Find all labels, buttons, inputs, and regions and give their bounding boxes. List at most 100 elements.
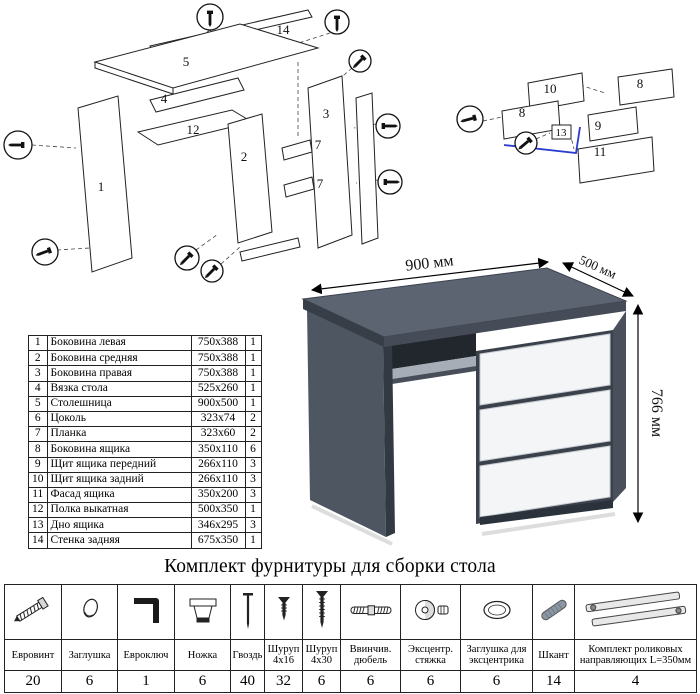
page-title: Комплект фурнитуры для сборки стола [164, 556, 496, 577]
threaded-dowel-icon [350, 604, 391, 615]
part-size: 323x74 [190, 410, 246, 428]
cam-lock-icon [414, 599, 448, 620]
hardware-qty: 4 [574, 670, 697, 693]
hardware-labels-row: Евровинт Заглушка Евроключ Ножка Гвоздь … [4, 639, 697, 671]
part-size: 750x388 [190, 334, 246, 352]
part-label-3: 3 [323, 106, 330, 121]
part-shape-3 [307, 75, 353, 249]
floor-shadow [311, 504, 616, 546]
hardware-label: Шуруп 4x16 [264, 639, 303, 671]
part-qty: 2 [244, 426, 262, 443]
part-qty: 1 [244, 350, 262, 367]
hardware-qty: 6 [174, 670, 231, 693]
desk-plinth [480, 500, 613, 525]
fastener-callouts [3, 3, 403, 283]
part-qty: 2 [244, 410, 262, 428]
part-size: 525x260 [190, 380, 246, 397]
part-num: 9 [28, 456, 48, 473]
hardware-label: Гвоздь [230, 639, 265, 671]
part-qty: 1 [244, 395, 262, 412]
hardware-qty: 20 [4, 670, 62, 693]
part-label-9: 9 [595, 118, 602, 133]
hardware-qty: 40 [230, 670, 265, 693]
hardware-qty: 14 [532, 670, 575, 693]
part-qty: 1 [244, 380, 262, 397]
part-shape-back [355, 92, 379, 245]
drawer-front-bottom [479, 445, 611, 518]
part-shape-5-edge [94, 62, 174, 95]
hardware-label: Заглушка [61, 639, 118, 671]
leg-icon [189, 598, 216, 622]
part-name: Щит ящика задний [46, 471, 192, 488]
part-label-7a: 7 [315, 137, 322, 152]
assembly-diagram-drawer: 13 10 8 8 9 11 [456, 68, 675, 184]
part-label-1: 1 [98, 179, 105, 194]
part-shape-6 [239, 237, 301, 262]
cap-icon [82, 598, 98, 617]
part-size: 675x350 [190, 532, 246, 549]
part-qty: 3 [244, 486, 262, 504]
part-qty: 1 [244, 502, 262, 519]
drawer-rails-icon [585, 591, 686, 626]
hardware-label: Ножка [174, 639, 231, 671]
part-label-7b: 7 [317, 176, 324, 191]
part-shape-7b [283, 176, 315, 198]
part-label-11: 11 [594, 144, 607, 159]
part-shape-7a [281, 139, 313, 161]
part-size: 266x110 [190, 456, 246, 473]
part-size: 750x388 [190, 365, 246, 382]
part-size: 266x110 [190, 471, 246, 488]
part-num: 2 [28, 350, 48, 367]
part-shape-11 [577, 136, 655, 184]
part-name: Полка выкатная [46, 502, 192, 519]
hardware-qty: 6 [302, 670, 341, 693]
part-label-10: 10 [544, 81, 557, 96]
part-num: 12 [28, 502, 48, 519]
part-qty: 1 [244, 532, 262, 549]
part-name: Дно ящика [46, 517, 192, 534]
part-name: Цоколь [46, 410, 192, 428]
hardware-label: Евровинт [4, 639, 62, 671]
part-num: 14 [28, 532, 48, 549]
part-num: 4 [28, 380, 48, 397]
hardware-icons-row [4, 584, 697, 640]
hardware-label: Эксцентр. стяжка [400, 639, 461, 671]
part-num: 8 [28, 441, 48, 458]
part-num: 5 [28, 395, 48, 412]
hardware-qty: 6 [460, 670, 533, 693]
dimension-depth: 500 мм [577, 252, 619, 282]
dimension-height: 766 мм [648, 389, 665, 437]
hardware-label: Комплект роликовых направляющих L=350мм [574, 639, 697, 671]
part-shape-9 [587, 106, 639, 142]
hardware-qty: 6 [340, 670, 401, 693]
assembly-diagram-desk: 14 5 4 12 1 2 3 7 7 [3, 3, 403, 283]
desk-right-side [613, 311, 626, 502]
part-label-8a: 8 [519, 105, 526, 120]
desk-render: 900 мм 500 мм 766 мм [301, 252, 665, 546]
part-name: Фасад ящика [46, 486, 192, 504]
part-shape-4 [149, 77, 245, 113]
part-num: 1 [28, 334, 48, 352]
part-name: Боковина правая [46, 365, 192, 382]
hardware-qty: 6 [400, 670, 461, 693]
part-label-4: 4 [161, 91, 168, 106]
drawer-front-top [479, 333, 611, 406]
hardware-label: Ввинчив. дюбель [340, 639, 401, 671]
part-num: 6 [28, 410, 48, 428]
keyboard-tray [392, 356, 476, 379]
part-name: Боковина средняя [46, 350, 192, 367]
screw-4x30-icon [315, 590, 328, 628]
hexkey-icon [134, 597, 159, 623]
part-label-12: 12 [187, 122, 200, 137]
part-label-2: 2 [241, 149, 248, 164]
part-shape-8b [617, 68, 675, 106]
